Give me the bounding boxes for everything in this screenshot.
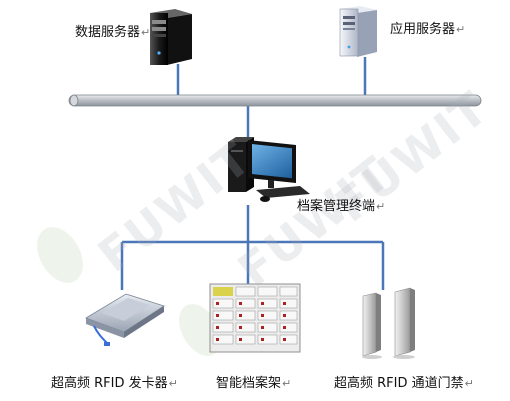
card-issuer-label: 超高频 RFID 发卡器↵ <box>51 376 178 391</box>
access-gate-icon <box>362 287 415 359</box>
server-tower-icon <box>339 6 377 57</box>
connection-lines <box>120 57 385 290</box>
card-reader-icon <box>85 293 165 346</box>
access-gate-label: 超高频 RFID 通道门禁↵ <box>334 376 474 391</box>
smart-shelf-label: 智能档案架↵ <box>216 376 292 391</box>
archive-shelf-icon <box>209 283 301 353</box>
data-server-label: 数据服务器↵ <box>75 25 151 40</box>
terminal-label: 档案管理终端↵ <box>297 199 386 214</box>
network-bus <box>68 94 482 107</box>
desktop-computer-icon <box>228 137 310 202</box>
server-tower-icon <box>150 9 192 65</box>
app-server-label: 应用服务器↵ <box>390 22 466 37</box>
